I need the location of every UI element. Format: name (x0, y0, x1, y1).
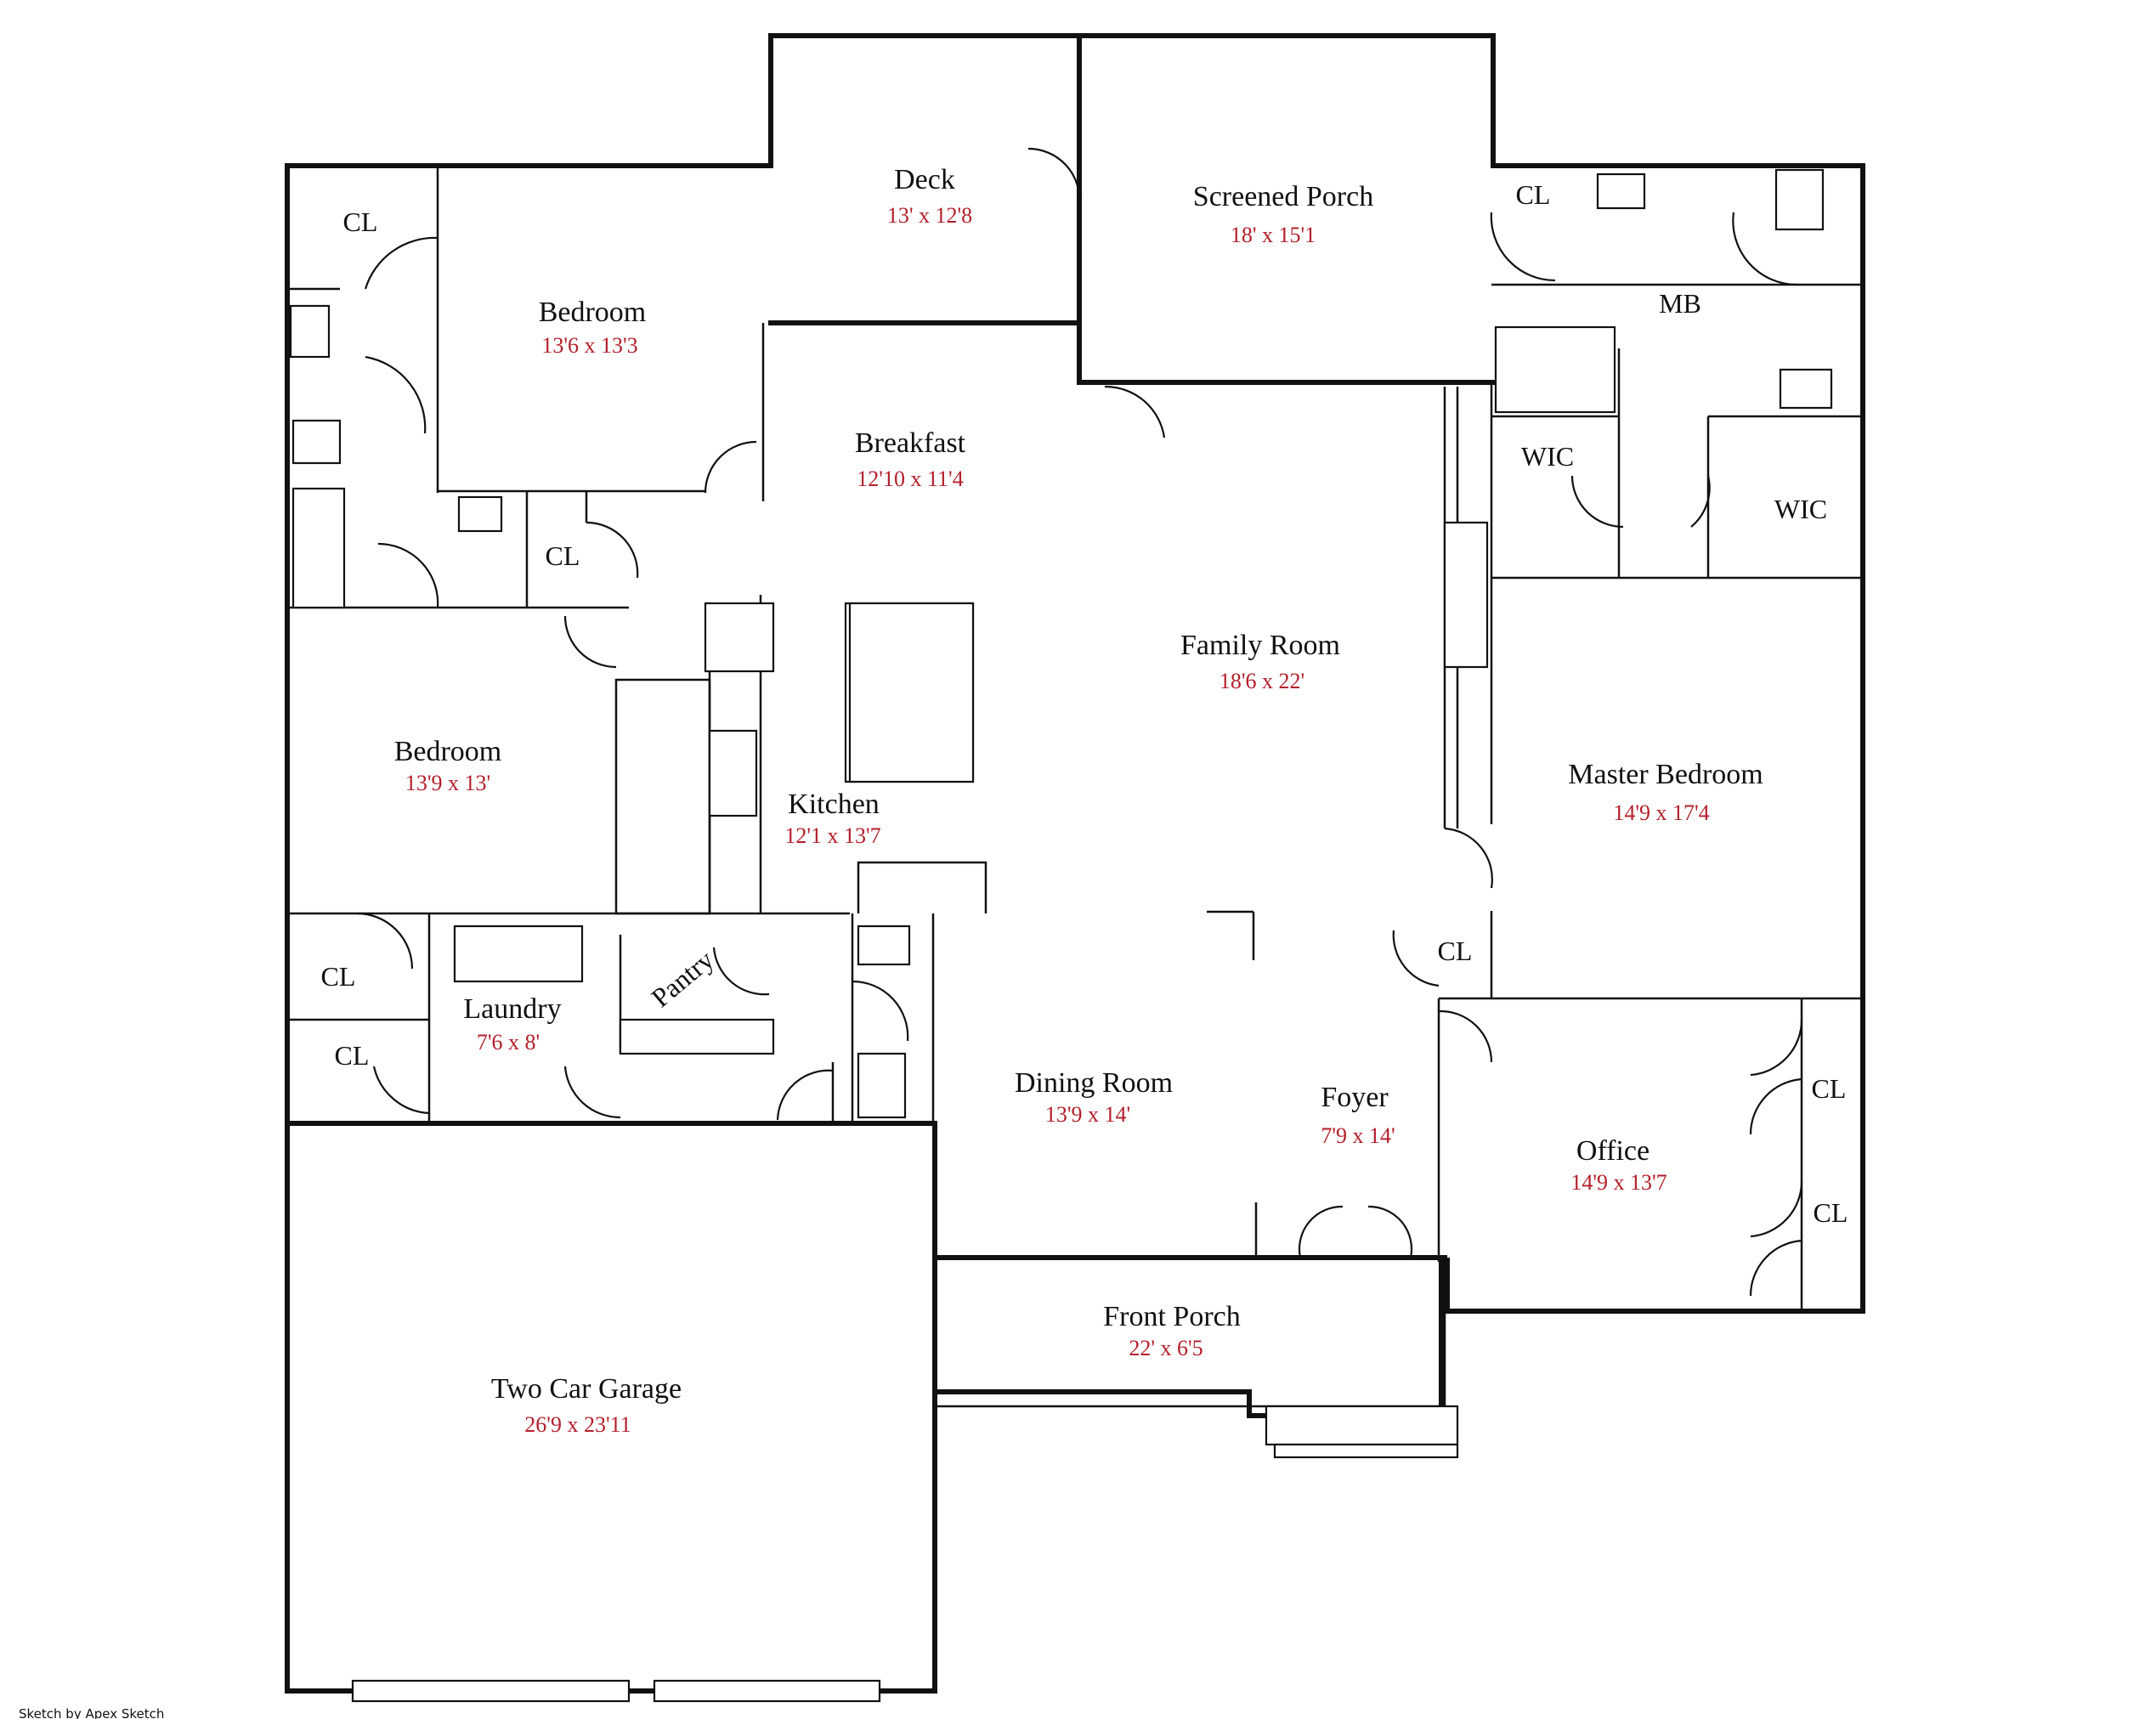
room-name: Two Car Garage (491, 1373, 682, 1405)
room-front-porch: Front Porch 22' x 6'5 (1103, 1301, 1241, 1360)
room-name: Office (1576, 1135, 1650, 1167)
room-size: 13' x 12'8 (887, 203, 972, 228)
room-name: Master Bedroom (1568, 759, 1763, 790)
room-size: 12'10 x 11'4 (857, 467, 963, 491)
room-breakfast: Breakfast 12'10 x 11'4 (855, 427, 966, 491)
room-size: 18' x 15'1 (1231, 223, 1316, 247)
room-name: Foyer (1321, 1082, 1389, 1113)
room-size: 26'9 x 23'11 (524, 1412, 631, 1437)
room-name: Front Porch (1103, 1301, 1241, 1332)
room-size: 22' x 6'5 (1129, 1336, 1202, 1360)
room-size: 7'9 x 14' (1321, 1123, 1395, 1148)
closet-label: CL (335, 1040, 370, 1071)
room-name: Deck (894, 164, 955, 195)
room-labels: Deck 13' x 12'8 Screened Porch 18' x 15'… (394, 164, 1763, 1437)
walk-in-closet-label: WIC (1774, 494, 1827, 524)
closet-label: CL (1812, 1073, 1847, 1104)
room-name: Breakfast (855, 427, 966, 459)
room-name: Dining Room (1015, 1067, 1173, 1099)
room-name: Bedroom (394, 736, 502, 767)
pantry-label: Pantry (645, 944, 719, 1013)
closet-label: CL (1438, 936, 1473, 966)
room-size: 13'9 x 13' (405, 771, 490, 795)
doors (356, 147, 1803, 1297)
closet-label: CL (321, 961, 356, 992)
room-size: 13'6 x 13'3 (541, 333, 637, 358)
room-size: 18'6 x 22' (1219, 669, 1304, 693)
room-kitchen: Kitchen 12'1 x 13'7 (784, 789, 880, 848)
room-family-room: Family Room 18'6 x 22' (1180, 630, 1340, 693)
room-size: 7'6 x 8' (477, 1030, 540, 1055)
room-name: Screened Porch (1193, 181, 1373, 212)
closet-label: CL (1516, 179, 1551, 210)
room-bedroom-2: Bedroom 13'9 x 13' (394, 736, 502, 795)
interior-walls (287, 166, 1863, 1703)
room-master-bedroom: Master Bedroom 14'9 x 17'4 (1568, 759, 1763, 825)
room-name: Kitchen (788, 789, 880, 820)
room-bedroom-1: Bedroom 13'6 x 13'3 (539, 297, 647, 358)
sketch-credit: Sketch by Apex Sketch (19, 1706, 165, 1719)
room-deck: Deck 13' x 12'8 (887, 164, 972, 228)
closet-label: CL (546, 540, 580, 571)
room-foyer: Foyer 7'9 x 14' (1321, 1082, 1395, 1148)
fixtures (289, 168, 1833, 1119)
closet-label: CL (343, 206, 378, 237)
room-size: 13'9 x 14' (1045, 1102, 1130, 1127)
master-bath-label: MB (1659, 288, 1701, 319)
room-laundry: Laundry 7'6 x 8' (463, 993, 561, 1055)
room-size: 12'1 x 13'7 (784, 823, 880, 848)
room-size: 14'9 x 13'7 (1570, 1170, 1667, 1195)
room-screened-porch: Screened Porch 18' x 15'1 (1193, 181, 1373, 247)
room-size: 14'9 x 17'4 (1613, 800, 1709, 825)
closet-label: CL (1814, 1197, 1848, 1228)
room-name: Family Room (1180, 630, 1340, 661)
room-office: Office 14'9 x 13'7 (1570, 1135, 1667, 1195)
room-garage: Two Car Garage 26'9 x 23'11 (491, 1373, 682, 1437)
room-dining-room: Dining Room 13'9 x 14' (1015, 1067, 1173, 1127)
room-name: Laundry (463, 993, 561, 1025)
walk-in-closet-label: WIC (1521, 441, 1574, 472)
room-name: Bedroom (539, 297, 647, 328)
